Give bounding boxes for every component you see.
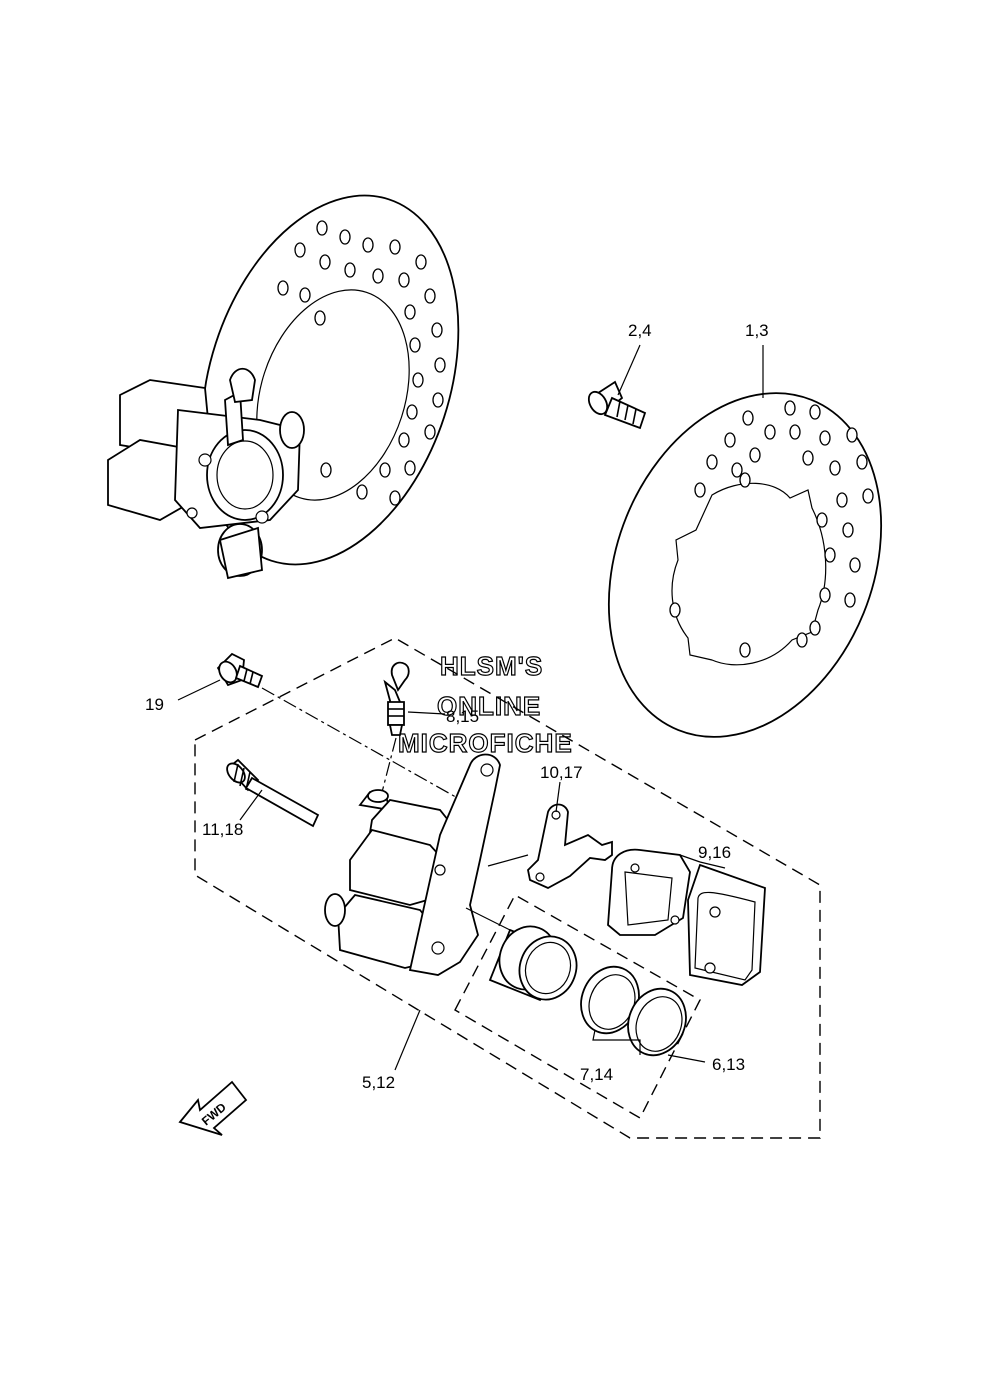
callout-8-15: 8,15 [446,707,479,726]
disc-bolt [587,380,647,430]
brake-pad-inner [607,848,691,936]
callout-7-14: 7,14 [580,1065,613,1084]
watermark-line3: MICROFICHE [398,728,573,758]
assembled-brake-disc [200,194,460,566]
watermark: HLSM'S ONLINE MICROFICHE [397,650,573,758]
brake-disc [607,392,883,738]
piston-seal-box [454,894,701,1119]
caliper-assembly-box [194,637,821,1139]
callout-6-13: 6,13 [712,1055,745,1074]
pad-spring [527,803,613,890]
callout-11-18: 11,18 [202,820,243,839]
caliper-pin-bolt [226,758,320,828]
watermark-line2: ONLINE [437,691,541,721]
dust-seal [627,987,687,1057]
callout-5-12: 5,12 [362,1073,395,1092]
callout-19: 19 [145,695,164,714]
caliper-piston [488,925,578,1002]
callout-9-16: 9,16 [698,843,731,862]
caliper-body [324,753,501,976]
assembled-brake-caliper [107,367,305,580]
bleed-screw [383,661,410,736]
callout-10-17: 10,17 [540,763,583,782]
fwd-arrow-icon: FWD [178,1080,248,1136]
watermark-line1: HLSM'S [440,651,543,681]
caliper-bolt [216,652,264,689]
callout-1-3: 1,3 [745,321,769,340]
brake-pad-outer [687,863,766,986]
callout-2-4: 2,4 [628,321,652,340]
